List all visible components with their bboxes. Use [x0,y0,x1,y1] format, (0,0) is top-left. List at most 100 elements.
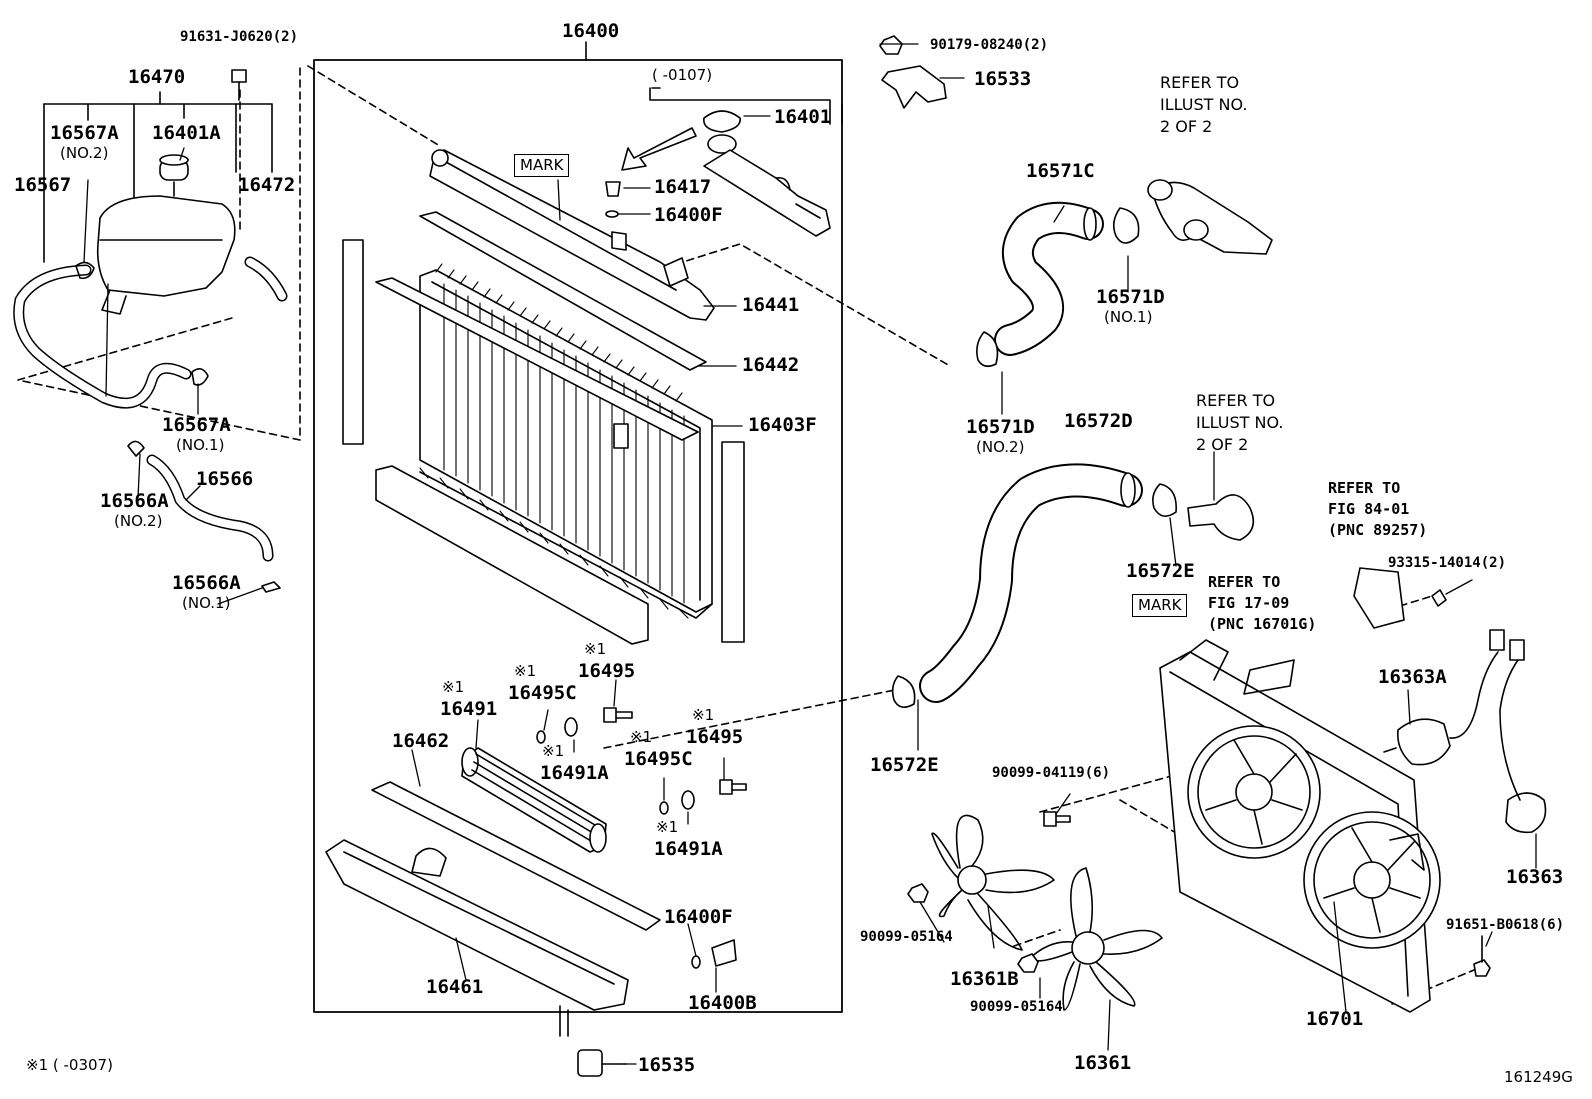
washer-16495C-bottom [659,801,669,815]
fan-16361B [931,814,1055,951]
clamp-16571D-no2 [976,331,999,368]
label-16472: 16472 [238,174,296,196]
assembly-frame [313,59,843,1013]
oring-16400F-top [605,210,619,218]
upper-tank [429,149,715,321]
hose-16472 [244,256,288,302]
gasket-16462 [371,781,661,931]
washer-16495C-top [536,730,546,744]
side-seal-right [721,441,745,643]
label-90099-05164-b: 90099-05164 [970,999,1063,1015]
label-16403F: 16403F [748,414,817,436]
bushing-16535 [577,1049,627,1077]
label-16400F-top: 16400F [654,204,723,226]
label-16401: 16401 [774,106,832,128]
oring-16400F-bottom [691,955,701,969]
label-star-16495C-bottom: ※1 [630,728,653,746]
label-16417: 16417 [654,176,712,198]
refer-to-fig-17-09: REFER TO FIG 17-09 (PNC 16701G) [1208,573,1317,633]
bolt-16495-bottom [719,779,747,795]
label-16566A-no2-sub: (NO.2) [114,512,163,530]
seal-lower [375,465,649,645]
label-16567A-no1-sub: (NO.1) [176,436,225,454]
label-16462: 16462 [392,730,450,752]
label-90099-04119: 90099-04119(6) [992,765,1111,781]
clip-16567A-no2 [75,261,95,280]
fan-motor-16363A [1383,629,1505,766]
label-16491A-top: 16491A [540,762,609,784]
drain-cock-16400B [711,939,737,967]
clip-16566A-no1 [261,581,281,593]
label-16535: 16535 [638,1054,696,1076]
label-16401A: 16401A [152,122,221,144]
water-inlet-housing [1187,494,1255,541]
fan-shroud [1159,639,1441,1013]
refer-to-fig-84-01: REFER TO FIG 84-01 (PNC 89257) [1328,479,1428,539]
label-16571C: 16571C [1026,160,1095,182]
plug-16417 [605,181,621,197]
mark-box-tank: MARK [514,154,570,177]
label-16566: 16566 [196,468,254,490]
figure-code: 161249G [1504,1068,1573,1086]
fan-relay [1353,567,1405,629]
arrow-pointer [621,127,697,171]
bolt-90099-04119 [1043,811,1071,827]
nut-90099-05164-a [907,883,929,903]
bracket-16470 [43,91,273,263]
label-16567: 16567 [14,174,72,196]
label-16571D-no1-sub: (NO.1) [1104,308,1153,326]
clamp-16572E-bottom [891,675,916,708]
label-16495-bottom: 16495 [686,726,744,748]
refer-to-illust-a: REFER TO ILLUST NO. 2 OF 2 [1160,73,1248,136]
label-16572E-top: 16572E [1126,560,1195,582]
bracket-16533 [881,65,947,109]
fan-16361 [1029,867,1163,1011]
bolt-91631 [231,69,247,101]
bolt-91651 [1473,935,1491,977]
label-16567A-no2: 16567A [50,122,119,144]
label-star-16495-top: ※1 [584,640,607,658]
label-star-16491: ※1 [442,678,465,696]
label-16400: 16400 [562,20,620,42]
label-star-16495C-top: ※1 [514,662,537,680]
clamp-16571D-no1 [1112,207,1140,244]
inlet-tank-alt [703,149,831,237]
water-outlet-top [1147,179,1273,255]
label-16701: 16701 [1306,1008,1364,1030]
label-paren-0107: ( -0107) [652,66,713,84]
hose-16566 [146,454,274,562]
label-91631-J0620: 91631-J0620(2) [180,29,299,45]
nut-90099-05164-b [1017,953,1039,973]
label-16400F-bottom: 16400F [664,906,733,928]
reservoir-tank [96,154,236,315]
label-16566A-no1-sub: (NO.1) [182,594,231,612]
cap-16401 [703,110,741,154]
label-16567A-no1: 16567A [162,414,231,436]
label-16495C-bottom: 16495C [624,748,693,770]
label-16572E-bottom: 16572E [870,754,939,776]
label-star-16491A-top: ※1 [542,742,565,760]
label-16491A-bottom: 16491A [654,838,723,860]
label-16533: 16533 [974,68,1032,90]
oring-16491A-top [564,717,578,737]
radiator-core [419,263,713,619]
label-16442: 16442 [742,354,800,376]
hose-16572D [919,463,1143,703]
bolt-16495-top [603,707,633,723]
label-16400B: 16400B [688,992,757,1014]
label-16461: 16461 [426,976,484,998]
label-90099-05164-a: 90099-05164 [860,929,953,945]
label-90179-08240: 90179-08240(2) [930,37,1049,53]
label-16361: 16361 [1074,1052,1132,1074]
bolt-93315 [1431,589,1447,607]
seal-upper [375,277,699,441]
clip-16566A-no2 [127,440,145,457]
label-16571D-no2-sub: (NO.2) [976,438,1025,456]
hose-16567 [13,264,192,409]
label-16470: 16470 [128,66,186,88]
nut-90179 [879,35,903,55]
label-16571D-no1: 16571D [1096,286,1165,308]
gasket-16442 [419,211,707,371]
